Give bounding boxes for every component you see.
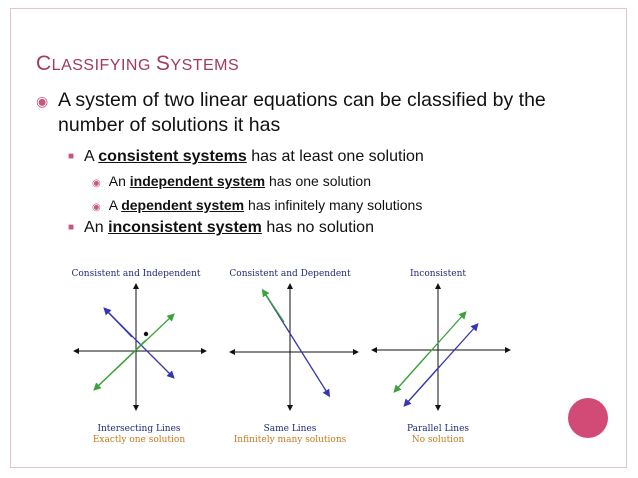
graph1-caption: Intersecting Lines <box>97 424 180 434</box>
green-line-arrow <box>393 353 429 393</box>
graph-intersecting-lines: Consistent and Independent Intersecting … <box>71 269 207 445</box>
consistent-term: consistent systems <box>98 148 247 165</box>
dependent-post: has infinitely many solutions <box>244 197 423 213</box>
graph2-caption: Same Lines <box>264 424 317 434</box>
consistent-pre: A <box>84 148 99 165</box>
graph3-heading: Inconsistent <box>410 269 466 279</box>
independent-post: has one solution <box>265 173 371 189</box>
inconsistent-term: inconsistent system <box>108 219 262 236</box>
intersection-point <box>143 331 149 337</box>
bullet-marker-icon: ■ <box>68 151 75 162</box>
graph1-heading: Consistent and Independent <box>71 269 200 279</box>
bullet-text: A system of two linear equations can be … <box>58 89 546 136</box>
dependent-term: dependent system <box>121 197 245 213</box>
blue-line-arrow <box>403 365 441 407</box>
graph1-subcaption: Exactly one solution <box>93 435 186 445</box>
bullet-marker-icon: ■ <box>68 222 75 233</box>
decorative-circle <box>568 398 608 438</box>
slide-title: CLASSIFYING SYSTEMS <box>36 52 239 76</box>
consistent-post: has at least one solution <box>246 148 424 165</box>
inconsistent-pre: An <box>84 219 109 236</box>
graph2-subcaption: Infinitely many solutions <box>234 435 347 445</box>
title-letter-s: S <box>155 52 171 75</box>
blue-line-arrow <box>103 307 133 338</box>
graph3-subcaption: No solution <box>412 435 465 445</box>
independent-term: independent system <box>129 173 266 189</box>
graph2-heading: Consistent and Dependent <box>229 269 351 279</box>
bullet-marker-icon: ◉ <box>36 93 49 109</box>
bullet-independent: ◉ An independent system has one solution <box>92 173 371 189</box>
bullet-dependent: ◉ A dependent system has infinitely many … <box>92 197 422 213</box>
inconsistent-post: has no solution <box>261 219 374 236</box>
graph-parallel-lines: Inconsistent Parallel Lines No solution <box>371 269 511 445</box>
graph3-caption: Parallel Lines <box>407 424 469 434</box>
bullet-inconsistent: ■ An inconsistent system has no solution <box>68 219 374 237</box>
graph-same-lines: Consistent and Dependent Same Lines Infi… <box>229 269 359 445</box>
slide-frame <box>10 8 627 468</box>
title-letter-c: C <box>36 52 52 75</box>
independent-pre: An <box>108 173 130 189</box>
bullet-classification: ◉ A system of two linear equations can b… <box>36 88 556 138</box>
title-part-1: LASSIFYING <box>51 57 156 74</box>
green-line-arrow <box>93 339 147 391</box>
bullet-marker-icon: ◉ <box>92 178 101 189</box>
bullet-consistent: ■ A consistent systems has at least one s… <box>68 148 424 166</box>
dependent-pre: A <box>108 197 122 213</box>
title-part-2: YSTEMS <box>170 57 240 74</box>
bullet-marker-icon: ◉ <box>92 202 101 213</box>
green-line-arrow <box>261 288 285 323</box>
